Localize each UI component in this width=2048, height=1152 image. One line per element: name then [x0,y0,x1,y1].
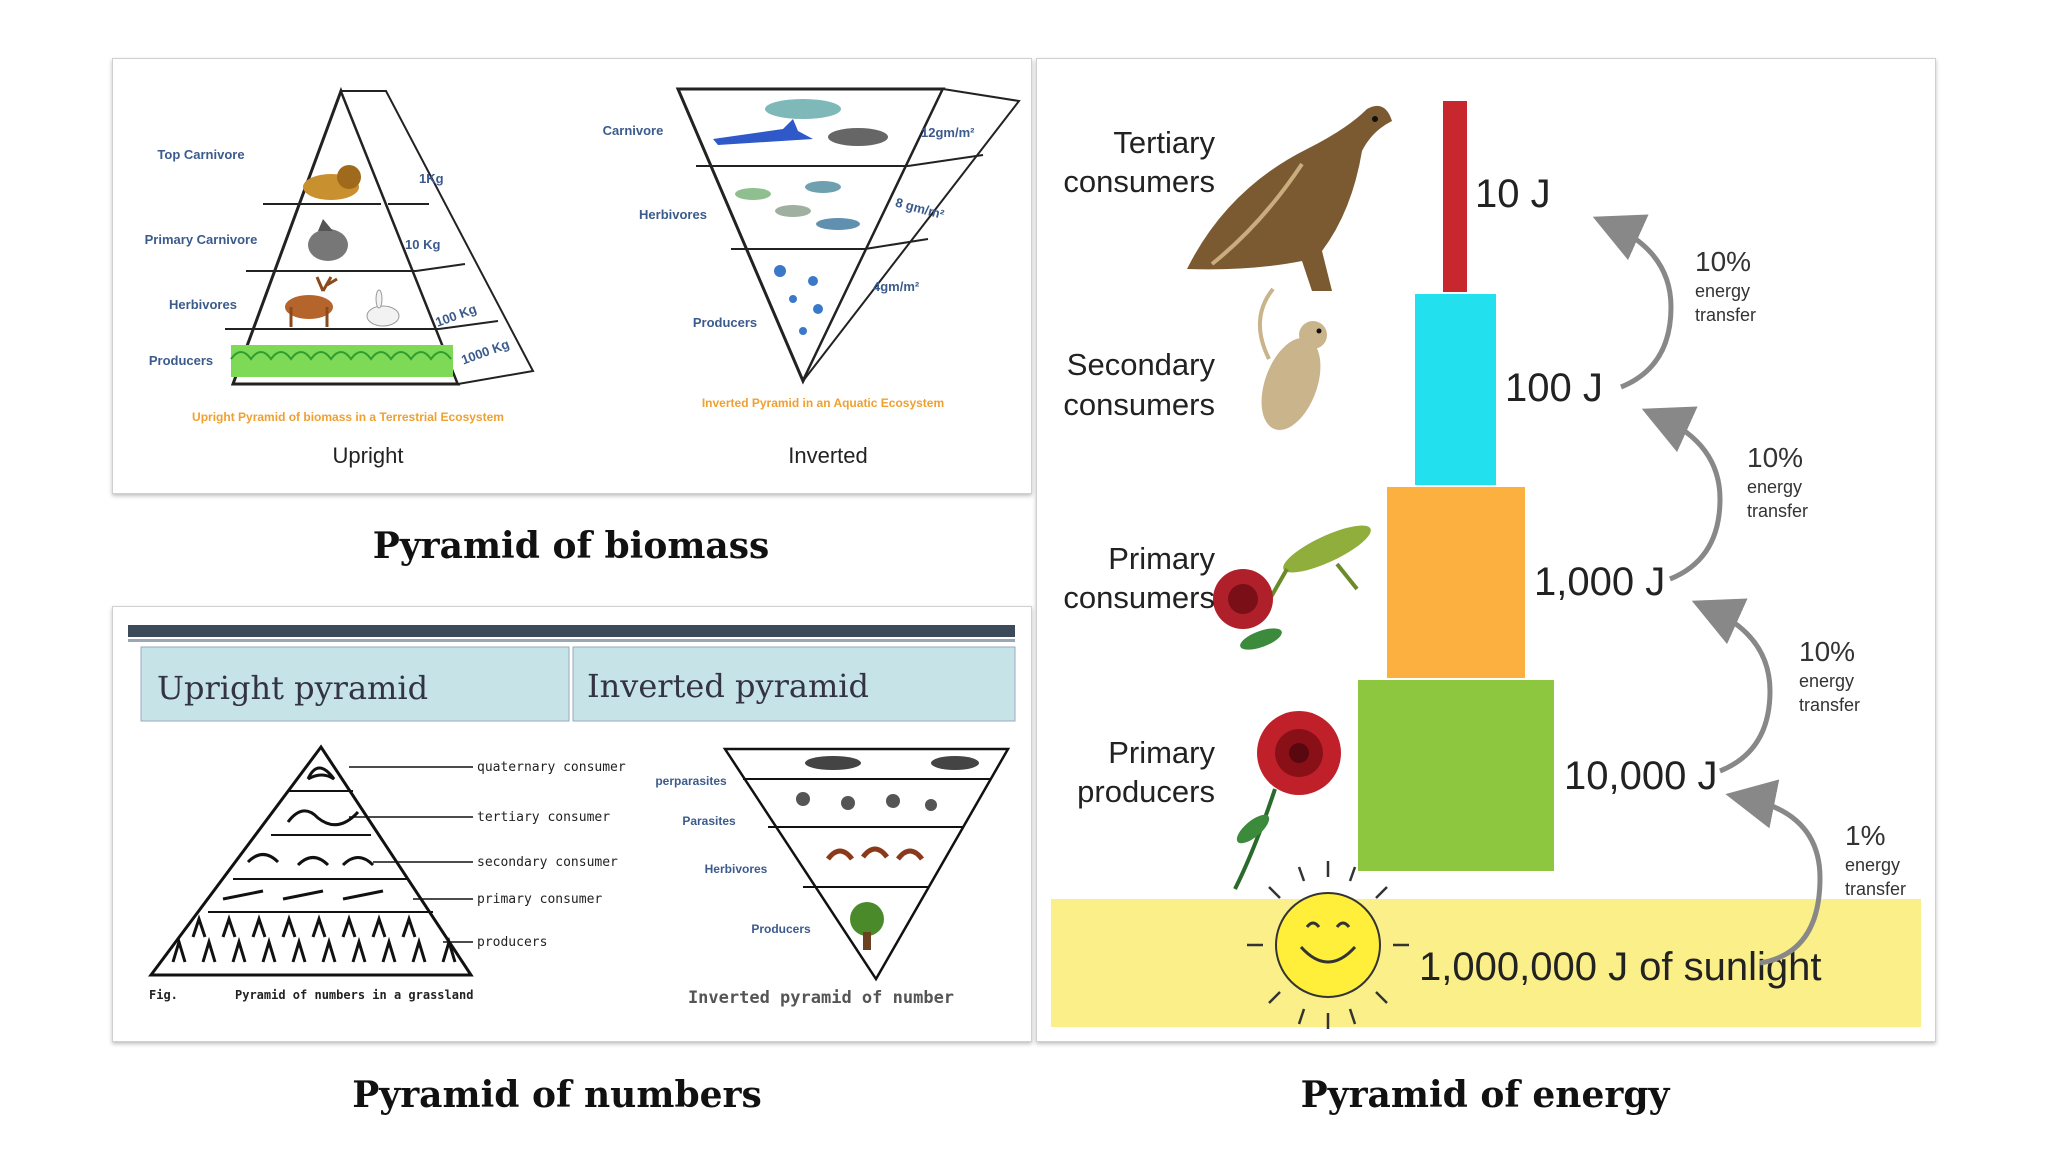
transfer-arrow [1710,609,1770,771]
transfer-pct: 10% [1747,442,1803,473]
primary-consumer-bar [1387,487,1525,678]
biomass-panel: Top Carnivore Primary Carnivore Herbivor… [112,58,1032,494]
energy-value: 100 J [1505,366,1603,410]
upright-pyramid-header: Upright pyramid [157,669,428,707]
upright-mass-label: 10 Kg [405,237,440,252]
tertiary-bar [1443,101,1467,292]
transfer-pct: 1% [1845,820,1885,851]
transfer-line2: transfer [1845,879,1906,899]
producer-bar [1358,680,1554,871]
fish-icon [816,218,860,230]
rabbit-icon [367,306,399,326]
upright-number-caption: Pyramid of numbers in a grassland [235,988,473,1002]
upright-level-label: Herbivores [169,297,237,312]
energy-figure: Tertiary consumers Secondary consumers P… [1037,59,1935,1041]
grasshopper-icon [1267,517,1376,604]
hawk-icon [1187,106,1392,291]
level-name-line1: Secondary [1067,347,1216,382]
transfer-line1: energy [1695,281,1750,301]
transfer-line1: energy [1799,671,1854,691]
inverted-biomass-subtitle: Inverted Pyramid in an Aquatic Ecosystem [702,396,944,410]
secondary-bar [1415,294,1496,485]
energy-value: 10 J [1475,172,1551,216]
upright-number-level: secondary consumer [477,855,618,870]
energy-panel: Tertiary consumers Secondary consumers P… [1036,58,1936,1042]
upright-mass-label: 1Kg [419,171,444,186]
inverted-mass-label: 4gm/m² [873,279,920,294]
rose-icon [1233,711,1341,889]
numbers-caption: Pyramid of numbers [112,1074,1002,1116]
inverted-number-level: perparasites [655,774,727,788]
upright-level-label: Producers [149,353,213,368]
upright-biomass-subtitle: Upright Pyramid of biomass in a Terrestr… [192,410,504,424]
transfer-line1: energy [1747,477,1802,497]
upright-level-label: Top Carnivore [157,147,244,162]
level-name-line2: producers [1077,774,1215,809]
fish-icon [735,188,771,200]
transfer-line1: energy [1845,855,1900,875]
level-name-line1: Tertiary [1113,125,1215,160]
inverted-number-level: Producers [751,922,811,936]
transfer-pct: 10% [1799,636,1855,667]
inverted-number-level: Herbivores [705,862,768,876]
level-name-line1: Primary [1108,541,1215,576]
transfer-pct: 10% [1695,246,1751,277]
tree-icon [850,902,884,936]
upright-number-level: quaternary consumer [477,760,626,775]
energy-value: 10,000 J [1564,754,1717,798]
rose-leaf-icon [1213,569,1284,654]
transfer-arrow [1660,417,1720,579]
inverted-level-label: Producers [693,315,757,330]
inverted-level-label: Carnivore [603,123,664,138]
transfer-line2: transfer [1747,501,1808,521]
numbers-figure: Upright pyramid Inverted pyramid quatern… [113,607,1031,1041]
upright-biomass-label: Upright [333,443,404,468]
biomass-figure: Top Carnivore Primary Carnivore Herbivor… [113,59,1031,493]
fish-icon [828,128,888,146]
parasite-icon [796,792,810,806]
upright-biomass-pyramid: Top Carnivore Primary Carnivore Herbivor… [145,91,533,468]
inverted-biomass-pyramid: Carnivore Herbivores Producers 12gm/m² 8… [603,89,1019,468]
inverted-number-level: Parasites [682,814,736,828]
fig-label: Fig. [149,988,178,1002]
transfer-line2: transfer [1799,695,1860,715]
upright-number-level: primary consumer [477,892,602,907]
transfer-line2: transfer [1695,305,1756,325]
sunlight-value: 1,000,000 J of sunlight [1419,945,1822,989]
transfer-arrow [1611,225,1671,387]
biomass-caption: Pyramid of biomass [112,525,1030,567]
level-name-line2: consumers [1063,387,1215,422]
wolf-icon [308,229,348,261]
level-name-line2: consumers [1063,164,1215,199]
fish-icon [775,205,811,217]
energy-value: 1,000 J [1534,560,1665,604]
fish-icon [805,181,841,193]
upright-level-label: Primary Carnivore [145,232,258,247]
inverted-numbers-pyramid: perparasites Parasites Herbivores Produc… [655,749,1008,1008]
perparasite-icon [805,756,861,770]
inverted-mass-label: 12gm/m² [921,125,975,140]
inverted-biomass-label: Inverted [788,443,868,468]
grass-icon [231,345,453,377]
dolphin-icon [765,99,841,119]
level-name-line1: Primary [1108,735,1215,770]
inverted-level-label: Herbivores [639,207,707,222]
mouse-icon [1250,289,1332,438]
numbers-panel: Upright pyramid Inverted pyramid quatern… [112,606,1032,1042]
upright-number-level: producers [477,935,547,950]
inverted-number-caption: Inverted pyramid of number [688,988,954,1008]
plankton-icon [774,265,786,277]
level-name-line2: consumers [1063,580,1215,615]
inverted-pyramid-header: Inverted pyramid [587,667,869,705]
energy-caption: Pyramid of energy [1036,1074,1934,1116]
upright-number-level: tertiary consumer [477,810,610,825]
upright-numbers-pyramid: quaternary consumer tertiary consumer se… [149,747,626,1002]
